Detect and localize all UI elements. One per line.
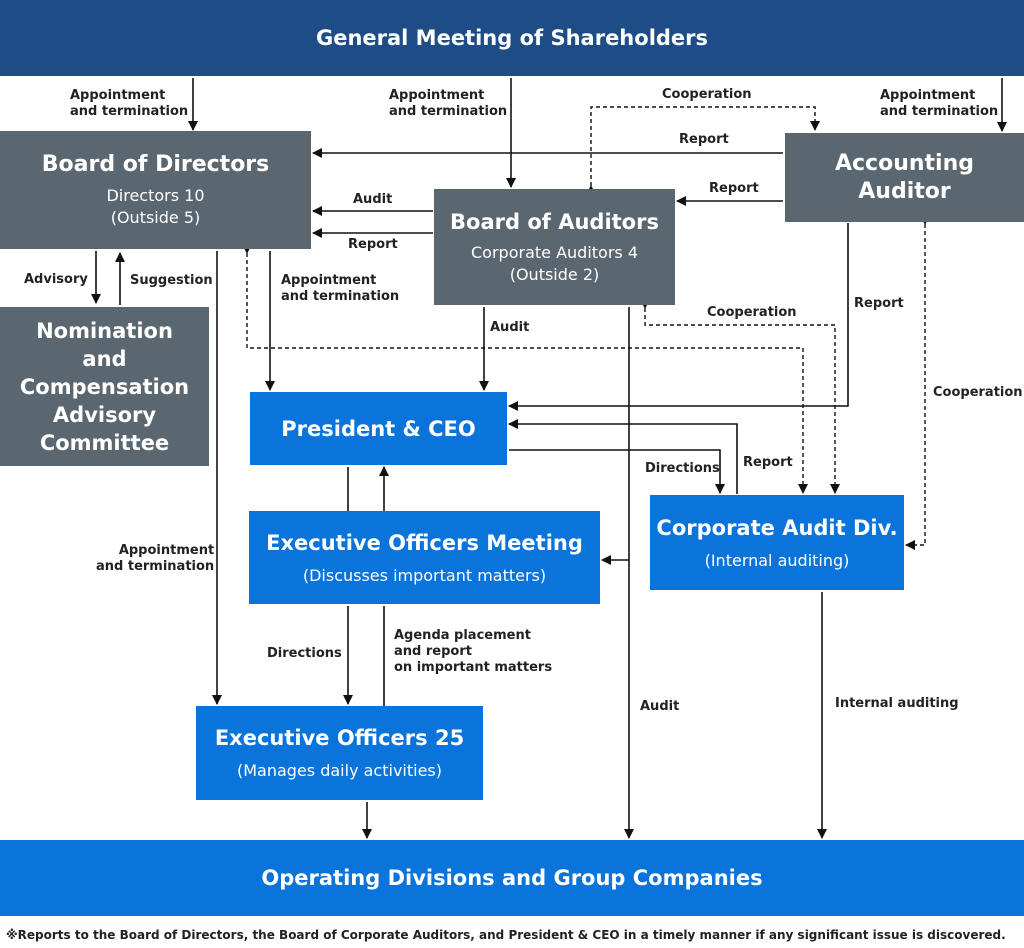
- label-report-acct-boa: Report: [709, 181, 759, 196]
- nom-line-4: Advisory: [52, 402, 157, 427]
- footnote: ※Reports to the Board of Directors, the …: [6, 928, 1006, 942]
- operating-divisions-box: Operating Divisions and Group Companies: [0, 840, 1024, 916]
- label-advisory: Advisory: [24, 272, 88, 287]
- dashed-coop-boa-cad: [640, 299, 840, 494]
- dashed-coop-acct-cad: [905, 215, 930, 550]
- label-report-acct-bod: Report: [679, 132, 729, 147]
- board-of-auditors-box: Board of Auditors Corporate Auditors 4 (…: [434, 189, 675, 305]
- exec-officers-meeting-box: Executive Officers Meeting (Discusses im…: [249, 511, 600, 604]
- nom-line-1: Nomination: [36, 318, 173, 343]
- label-directions-exec: Directions: [267, 646, 342, 661]
- executive-officers-box: Executive Officers 25 (Manages daily act…: [196, 706, 483, 800]
- acct-title-2: Auditor: [858, 178, 951, 204]
- cad-sub: (Internal auditing): [704, 550, 850, 570]
- label-audit-ops: Audit: [640, 699, 680, 714]
- bod-sub2: (Outside 5): [110, 208, 201, 227]
- label-audit-boa-bod: Audit: [353, 192, 393, 207]
- label-suggestion: Suggestion: [130, 273, 213, 288]
- operating-title: Operating Divisions and Group Companies: [261, 866, 763, 890]
- label-internal-auditing: Internal auditing: [835, 696, 959, 711]
- meeting-title: Executive Officers Meeting: [266, 530, 583, 555]
- nomination-committee-box: Nomination and Compensation Advisory Com…: [0, 307, 209, 466]
- boa-title: Board of Auditors: [450, 210, 659, 234]
- ceo-title: President & CEO: [281, 416, 476, 441]
- cad-title: Corporate Audit Div.: [656, 515, 898, 540]
- label-directions-cad: Directions: [645, 461, 720, 476]
- exec-sub: (Manages daily activities): [237, 761, 442, 780]
- acct-title-1: Accounting: [834, 150, 974, 176]
- board-of-directors-box: Board of Directors Directors 10 (Outside…: [0, 131, 311, 249]
- label-coop-top: Cooperation: [662, 87, 752, 102]
- label-coop-right: Cooperation: [933, 385, 1023, 400]
- bod-title: Board of Directors: [41, 152, 270, 177]
- shareholders-title: General Meeting of Shareholders: [315, 26, 709, 50]
- nom-line-5: Committee: [39, 430, 170, 455]
- label-report-cad: Report: [743, 455, 793, 470]
- arrow-cad-report-ceo: [508, 419, 738, 494]
- shareholders-box: General Meeting of Shareholders: [0, 0, 1024, 76]
- bod-sub1: Directors 10: [106, 186, 205, 205]
- accounting-auditor-box: Accounting Auditor: [785, 133, 1024, 222]
- nom-line-2: and: [82, 346, 127, 371]
- boa-sub2: (Outside 2): [509, 265, 600, 284]
- exec-title: Executive Officers 25: [214, 726, 465, 750]
- president-ceo-box: President & CEO: [250, 392, 507, 465]
- dashed-coop-top: [586, 106, 820, 195]
- label-audit-ceo: Audit: [490, 320, 530, 335]
- boa-sub1: Corporate Auditors 4: [471, 243, 638, 262]
- label-coop-mid: Cooperation: [707, 305, 797, 320]
- meeting-sub: (Discusses important matters): [302, 565, 547, 585]
- label-report-acct-ceo: Report: [854, 296, 904, 311]
- nom-line-3: Compensation: [19, 374, 190, 399]
- corporate-audit-box: Corporate Audit Div. (Internal auditing): [650, 495, 904, 590]
- label-report-boa-bod: Report: [348, 237, 398, 252]
